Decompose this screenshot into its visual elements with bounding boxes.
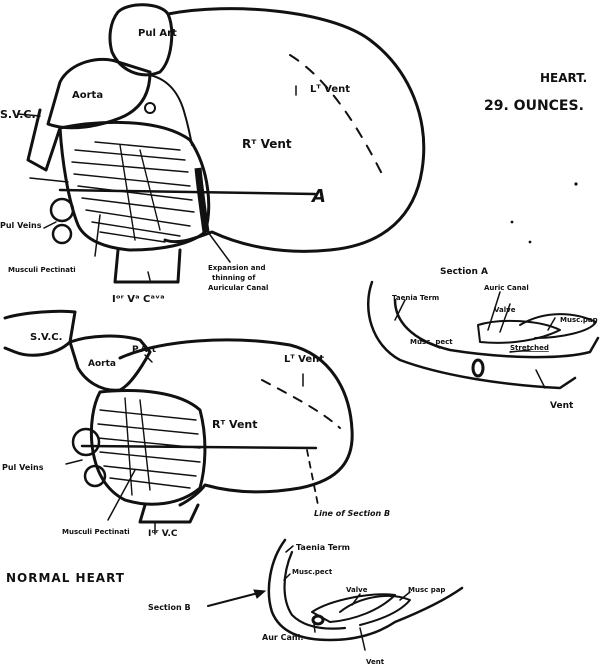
label-ivc: Iᵒʳ Vᵃ Cᵃᵛᵃ bbox=[112, 294, 165, 305]
section-a-vent: Vent bbox=[550, 401, 574, 411]
section-b-pointer-label: Section B bbox=[148, 603, 191, 612]
section-a: Section A Taenia Term Auric Canal Valve … bbox=[368, 267, 598, 411]
top-heart-orifice bbox=[145, 103, 155, 113]
top-heart-pulmonary-artery bbox=[110, 5, 172, 75]
speck-2 bbox=[511, 221, 514, 224]
section-a-auric-canal: Auric Canal bbox=[484, 284, 529, 292]
section-b-arrow bbox=[208, 592, 262, 606]
section-b-vent: Vent bbox=[366, 658, 385, 666]
section-b-orifice bbox=[313, 616, 323, 624]
title-block: HEART. 29. OUNCES. bbox=[484, 71, 587, 114]
section-a-title: Section A bbox=[440, 267, 488, 277]
section-b: Section B Taenia Term Musc.pect Valve Mu… bbox=[148, 540, 462, 666]
bottom-label-rt-vent: Rᵀ Vent bbox=[212, 418, 258, 431]
section-a-musc-pap: Musc.pap bbox=[560, 316, 598, 324]
label-musculi: Musculi Pectinati bbox=[8, 266, 76, 274]
bottom-label-pul-veins: Pul Veins bbox=[2, 463, 44, 472]
section-b-arrowhead bbox=[254, 590, 265, 598]
label-svc: S.V.C. bbox=[0, 108, 36, 121]
section-a-taenia: Taenia Term bbox=[392, 294, 439, 302]
bottom-heart: S.V.C. Aorta P.Art Lᵀ Vent Rᵀ Vent Pul V… bbox=[2, 311, 390, 539]
section-b-valve-label: Valve bbox=[346, 586, 368, 594]
top-heart-pul-vein-2 bbox=[53, 225, 71, 243]
section-b-taenia: Taenia Term bbox=[296, 543, 350, 552]
top-heart-groove bbox=[290, 55, 385, 180]
bottom-label-lt-vent: Lᵀ Vent bbox=[284, 354, 324, 365]
label-lt-vent: Lᵀ Vent bbox=[310, 84, 350, 95]
top-heart-ivc bbox=[115, 250, 180, 282]
top-heart-pul-vein-1 bbox=[51, 199, 73, 221]
label-expansion-2: thinning of bbox=[212, 274, 256, 282]
bottom-heart-ivc bbox=[140, 505, 198, 522]
section-a-musc-pect: Musc. pect bbox=[410, 338, 453, 346]
bottom-label-p-art: P.Art bbox=[132, 345, 157, 355]
section-b-musc-pap: Musc pap bbox=[408, 586, 445, 594]
caption-normal-heart: NORMAL HEART bbox=[6, 571, 125, 585]
bottom-heart-groove bbox=[262, 380, 340, 428]
section-b-musc-pect: Musc.pect bbox=[292, 568, 333, 576]
bottom-heart-section-dashed bbox=[307, 450, 318, 505]
label-pul-veins: Pul Veins bbox=[0, 221, 42, 230]
bottom-label-line-of-section: Line of Section B bbox=[314, 509, 390, 518]
label-expansion-1: Expansion and bbox=[208, 264, 266, 272]
bottom-label-svc: S.V.C. bbox=[30, 332, 62, 343]
label-pul-art: Pul Art bbox=[138, 28, 177, 39]
label-aorta: Aorta bbox=[72, 90, 103, 101]
bottom-label-aorta: Aorta bbox=[88, 359, 116, 369]
label-section-a-pointer: A bbox=[310, 186, 326, 207]
bottom-heart-section-line bbox=[82, 446, 316, 448]
label-expansion-3: Auricular Canal bbox=[208, 284, 268, 292]
speck-3 bbox=[529, 241, 532, 244]
bottom-label-ivc: Iᵒʳ V.C bbox=[148, 529, 178, 539]
bottom-heart-pul-vein-1 bbox=[73, 429, 99, 455]
section-a-valve-label: Valve bbox=[494, 306, 516, 314]
top-heart: Pul Art Aorta Lᵀ Vent Rᵀ Vent S.V.C. Pul… bbox=[0, 5, 424, 305]
top-heart-coronary bbox=[150, 75, 192, 145]
section-a-orifice bbox=[473, 360, 483, 376]
title-line-1: HEART. bbox=[540, 71, 587, 85]
section-a-stretched: Stretched bbox=[510, 344, 549, 352]
top-heart-section-line bbox=[60, 190, 315, 194]
speck-1 bbox=[574, 182, 577, 185]
bottom-label-musculi: Musculi Pectinati bbox=[62, 528, 130, 536]
title-line-2: 29. OUNCES. bbox=[484, 98, 584, 114]
label-rt-vent: Rᵀ Vent bbox=[242, 137, 292, 151]
section-b-aur-canal: Aur Canl. bbox=[262, 633, 303, 642]
